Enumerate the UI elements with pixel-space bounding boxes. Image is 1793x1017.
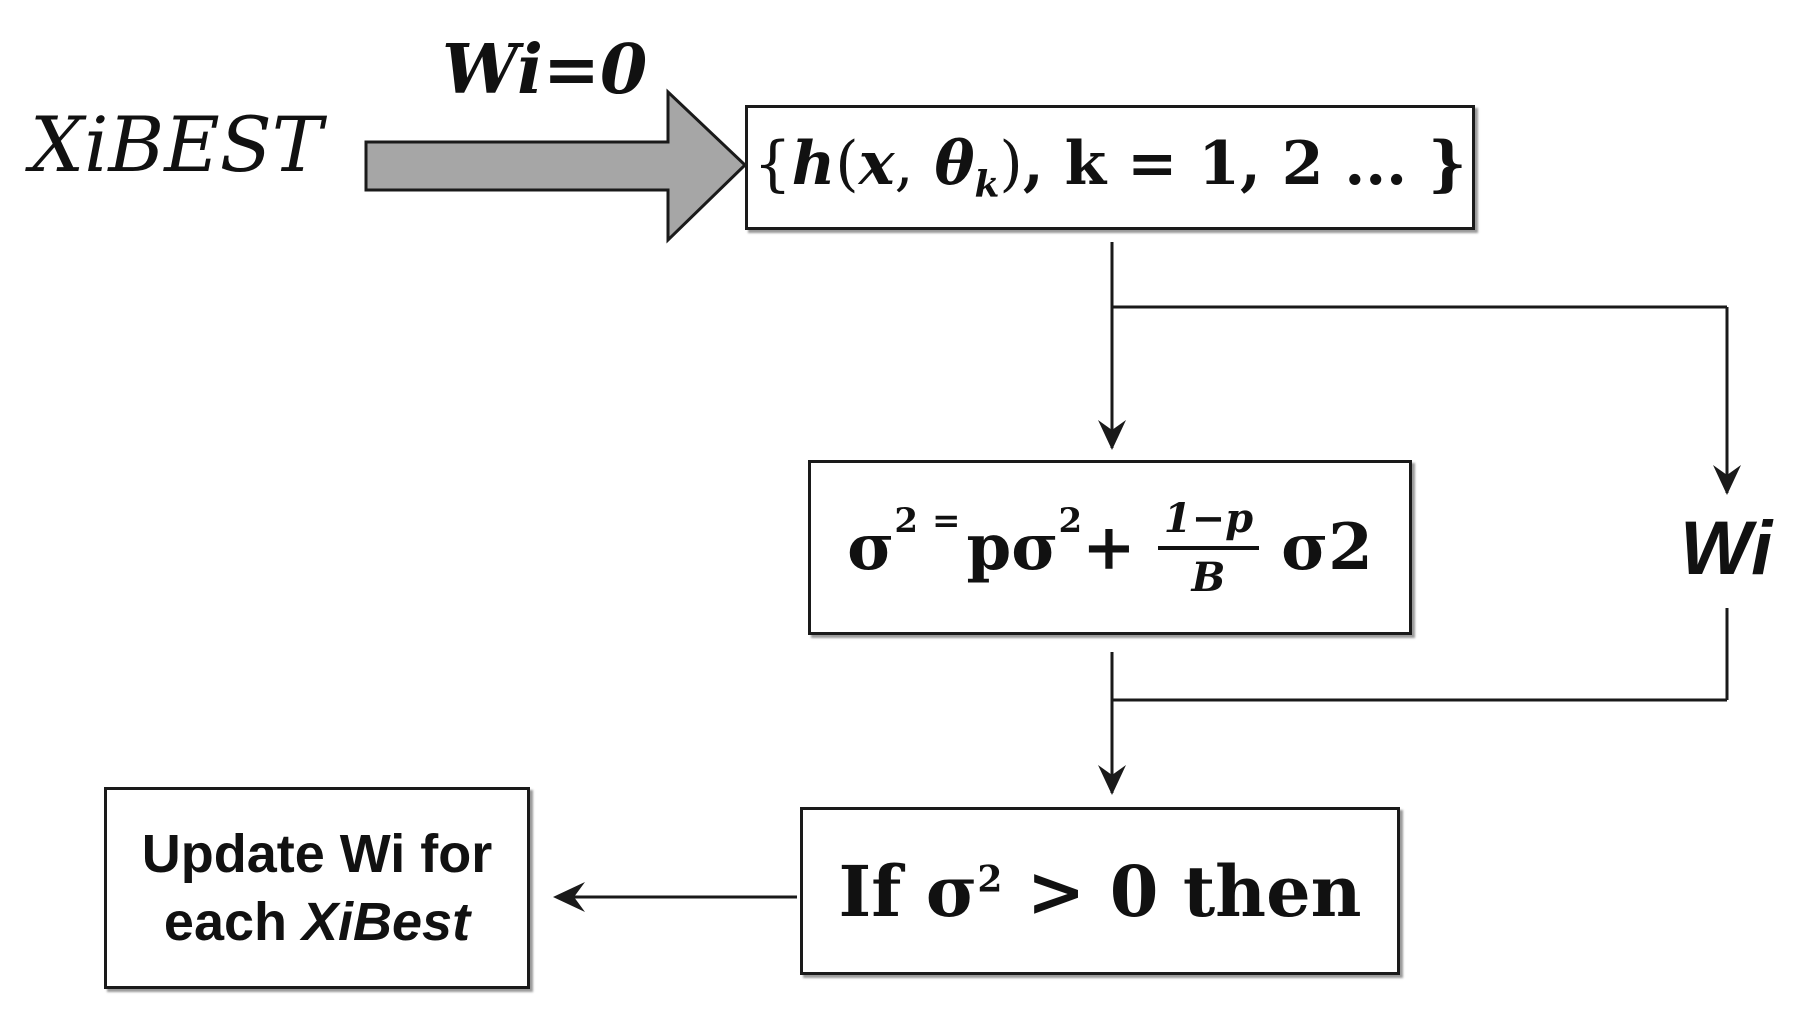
update-line1: Update Wi for (141, 824, 493, 884)
formula-x: x (858, 129, 895, 199)
init-label: Wi=0 (442, 30, 648, 110)
model-box: {h(x, θk), k = 1, 2 ... } (745, 105, 1475, 230)
var-sq2: 2 (1058, 500, 1083, 541)
formula-k-range: , k = 1, 2 ... } (1022, 129, 1467, 199)
formula-h: h (791, 129, 836, 199)
var-fraction: 1−p B (1157, 494, 1260, 601)
var-eq: = (932, 500, 961, 541)
update-line2-prefix: each (163, 892, 302, 952)
model-formula: {h(x, θk), k = 1, 2 ... } (753, 129, 1466, 206)
update-box: Update Wi for each XiBest (104, 787, 530, 989)
input-block-arrow (364, 88, 748, 244)
var-plus: + (1082, 510, 1136, 585)
update-line2: each XiBest (142, 888, 493, 956)
var-frac-bar (1157, 545, 1260, 550)
var-sq1: 2 (894, 500, 919, 541)
cond-sq: 2 (977, 858, 1003, 901)
condition-text: If σ2 > 0 then (838, 850, 1361, 933)
arrow-to-weight-head (1713, 465, 1741, 495)
var-tail: σ2 (1281, 510, 1373, 585)
var-frac-numerator: 1−p (1163, 494, 1254, 542)
input-label: XiBEST (30, 100, 323, 189)
update-line2-italic: XiBest (302, 892, 471, 952)
var-sigma: σ (847, 510, 895, 585)
formula-theta: θ (934, 129, 975, 199)
var-p-sigma: pσ (966, 510, 1059, 585)
var-frac-denominator: B (1191, 553, 1226, 601)
formula-comma: , (894, 129, 914, 199)
arrow-to-update-head (553, 882, 585, 912)
arrow-to-condition-head (1098, 765, 1126, 795)
weight-label: Wi (1680, 506, 1773, 591)
update-text: Update Wi for each XiBest (142, 820, 493, 956)
arrow-to-variance-head (1098, 420, 1126, 450)
condition-box: If σ2 > 0 then (800, 807, 1400, 975)
cond-prefix: If σ (838, 849, 978, 933)
cond-suffix: > 0 then (1002, 849, 1362, 933)
formula-rparen: ) (999, 129, 1023, 199)
formula-lparen: ( (835, 129, 859, 199)
formula-open-brace: { (753, 129, 792, 199)
formula-k-subscript: k (974, 164, 1000, 206)
